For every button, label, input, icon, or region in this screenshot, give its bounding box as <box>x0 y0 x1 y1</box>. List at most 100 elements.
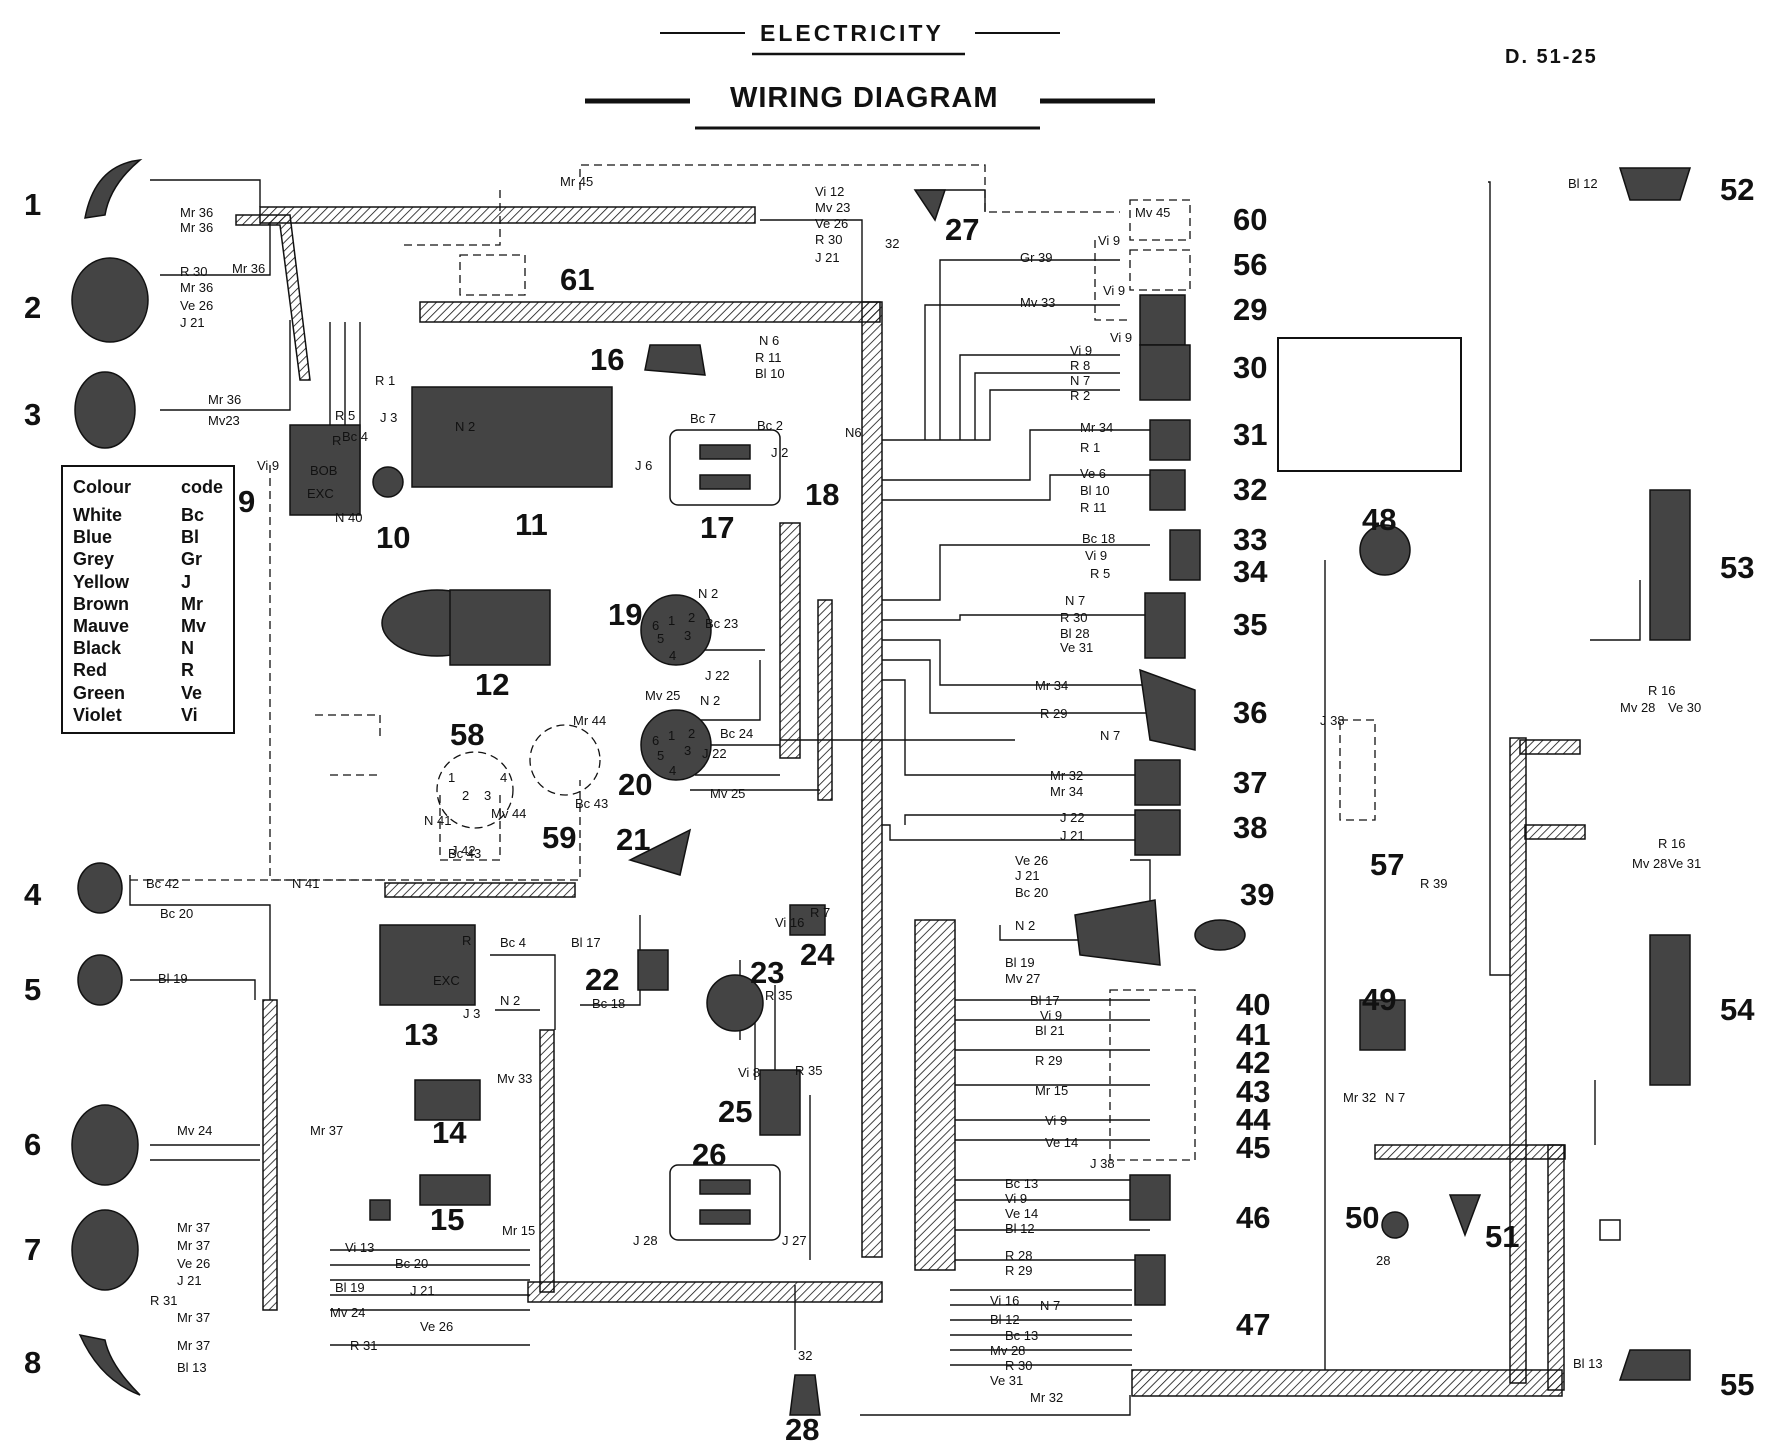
switch-47 <box>1134 1254 1166 1306</box>
component-internal-label: 2 <box>688 610 695 625</box>
legend-head-code: code <box>181 477 224 497</box>
wire-label: J 2 <box>771 445 788 460</box>
wire-label: Mr 34 <box>1050 784 1083 799</box>
component-internal-label: EXC <box>307 486 334 501</box>
component-number: 24 <box>800 937 835 972</box>
wire-label: R 1 <box>375 373 395 388</box>
component-number: 33 <box>1233 522 1267 557</box>
switch-33-34 <box>1169 529 1201 581</box>
component-number: 15 <box>430 1202 464 1237</box>
wire-label: R 5 <box>335 408 355 423</box>
switch-46 <box>1129 1174 1171 1221</box>
switch-36 <box>1139 668 1196 751</box>
wire-label: Mr 36 <box>180 220 213 235</box>
legend-code: R <box>181 660 194 681</box>
regulator-9 <box>289 424 361 516</box>
component-number: 19 <box>608 597 642 632</box>
wire-label: N 7 <box>1065 593 1085 608</box>
headlamp-3 <box>74 371 136 449</box>
component-number: 42 <box>1236 1045 1270 1080</box>
wire-label: N 41 <box>424 813 451 828</box>
headlamp-6 <box>71 1104 139 1186</box>
wire-label: N 40 <box>335 510 362 525</box>
headlamp-7 <box>71 1209 139 1291</box>
wire-label: 32 <box>885 236 899 251</box>
legend-colour: Brown <box>73 593 129 614</box>
lamp-50 <box>1381 1211 1409 1239</box>
wire-label: Mr 34 <box>1035 678 1068 693</box>
component-number: 45 <box>1236 1130 1270 1165</box>
component-number: 40 <box>1236 987 1270 1022</box>
component-number: 27 <box>945 212 979 247</box>
component-number: 44 <box>1236 1102 1271 1137</box>
component-internal-label: 6 <box>652 733 659 748</box>
wire-label: Gr 39 <box>1020 250 1053 265</box>
legend-colour: Green <box>73 682 126 703</box>
wire-label: Ve 26 <box>177 1256 210 1271</box>
heater-motor-14 <box>414 1079 481 1121</box>
wire-label: 28 <box>1376 1253 1390 1268</box>
wire-label: J 21 <box>815 250 840 265</box>
wire-label: N 6 <box>759 333 779 348</box>
wire-label: R 31 <box>350 1338 377 1353</box>
component-number: 35 <box>1233 607 1267 642</box>
switch-39-knob <box>1194 919 1246 951</box>
switch-32 <box>1149 469 1186 511</box>
wire-label: Mr 32 <box>1050 768 1083 783</box>
wire-label: Bl 17 <box>1030 993 1060 1008</box>
lamp-unit-54 <box>1649 934 1691 1086</box>
wire-label: Vi 9 <box>257 458 279 473</box>
wire-label: Mr 37 <box>310 1123 343 1138</box>
component-number: 10 <box>376 520 410 555</box>
wire-label: Mr 36 <box>232 261 265 276</box>
wire-label: J 21 <box>177 1273 202 1288</box>
wire-label: Vi 9 <box>1110 330 1132 345</box>
fuse-26a <box>699 1179 751 1195</box>
wire-label: Bc 7 <box>690 411 716 426</box>
wire-label: Ve 26 <box>1015 853 1048 868</box>
wire-label: Mv 45 <box>1135 205 1170 220</box>
component-number: 39 <box>1240 877 1274 912</box>
component-number: 32 <box>1233 472 1267 507</box>
wire-label: Mr 36 <box>180 205 213 220</box>
component-number: 38 <box>1233 810 1267 845</box>
section-title: ELECTRICITY <box>760 20 944 46</box>
wire-label: Ve 14 <box>1005 1206 1038 1221</box>
switch-30 <box>1139 344 1191 401</box>
wire-label: Bl 21 <box>1035 1023 1065 1038</box>
component-number: 28 <box>785 1412 819 1447</box>
wire-label: Vi 9 <box>1103 283 1125 298</box>
harness-bundles <box>235 206 1586 1397</box>
component-number: 50 <box>1345 1200 1379 1235</box>
fuse-box-17 <box>669 429 781 506</box>
switch-20 <box>640 709 712 781</box>
component-number: 48 <box>1362 502 1396 537</box>
switch-28 <box>789 1374 821 1416</box>
lamp-49 <box>1359 999 1406 1051</box>
wire-label: Mv 24 <box>177 1123 212 1138</box>
wire-label: Mv 28 <box>1620 700 1655 715</box>
legend-colour: Black <box>73 638 122 659</box>
harness-mid-right <box>1524 824 1586 840</box>
harness-dashed-bottom <box>384 882 576 898</box>
wire-label: R 11 <box>755 350 782 365</box>
wire-label: J 38 <box>1090 1156 1115 1171</box>
wire-label: Mv 33 <box>497 1071 532 1086</box>
legend-head-colour: Colour <box>73 477 131 497</box>
component-number: 9 <box>238 484 255 519</box>
harness-left-vertical <box>262 999 278 1311</box>
switch-35 <box>1144 592 1186 659</box>
wire-label: Bl 12 <box>1568 176 1598 191</box>
component-number: 31 <box>1233 417 1267 452</box>
wire-label: R 30 <box>1060 610 1087 625</box>
diagram-title: WIRING DIAGRAM <box>730 82 999 114</box>
component-number: 34 <box>1233 554 1268 589</box>
wire-label: Vi 9 <box>1045 1113 1067 1128</box>
wire-label: J 21 <box>1060 828 1085 843</box>
horn-8 <box>78 1333 141 1396</box>
wire-label: J 3 <box>380 410 397 425</box>
